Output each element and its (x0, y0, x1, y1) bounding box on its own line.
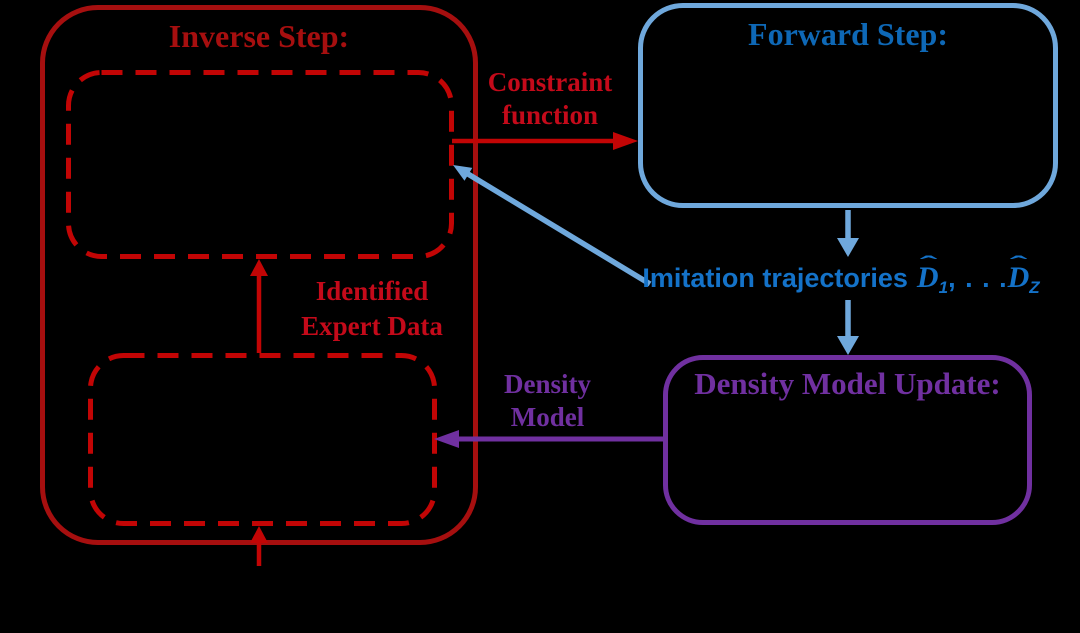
math-d1-subscript: 1 (938, 278, 949, 297)
forward-step-box (638, 3, 1058, 208)
forward-to-label-arrow (837, 210, 859, 257)
math-d2-subscript: Z (1029, 278, 1040, 297)
identified-label-line2: Expert Data (301, 311, 443, 341)
constraint-function-arrow (452, 132, 638, 150)
forward-step-title: Forward Step: (748, 16, 948, 52)
density-model-update-box (663, 355, 1032, 525)
constraint-label-line2: function (501, 100, 599, 130)
label-to-density-arrow (837, 300, 859, 355)
hat-accent: ˆ (1010, 251, 1028, 277)
constraint-function-label: Constraint function (465, 66, 635, 132)
math-d2-base: D (1007, 261, 1030, 294)
identified-expert-data-label: Identified Expert Data (282, 274, 462, 344)
inverse-step-title: Inverse Step: (168, 18, 350, 54)
density-model-label: Density Model (470, 368, 625, 434)
density-model-label-line2: Model (510, 402, 585, 432)
identified-label-line1: Identified (315, 276, 429, 306)
ellipsis: , . . . (948, 263, 1008, 293)
imitation-label-text: Imitation trajectories (642, 263, 908, 293)
hat-accent: ˆ (919, 251, 938, 277)
math-d1-base: D (916, 261, 939, 294)
density-model-label-line1: Density (504, 369, 591, 399)
density-model-update-title: Density Model Update: (694, 366, 1001, 401)
constraint-label-line1: Constraint (487, 67, 613, 97)
